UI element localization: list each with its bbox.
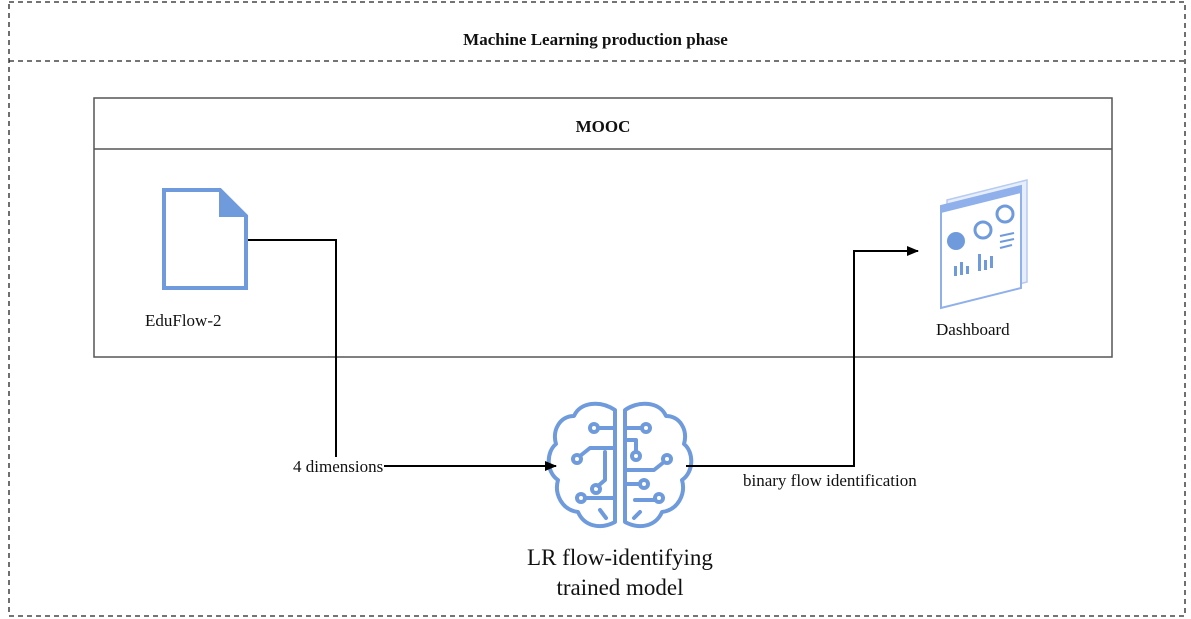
edge-output [686,246,919,467]
outer-title: Machine Learning production phase [463,30,728,49]
dashboard-label: Dashboard [936,320,1010,339]
mooc-container [93,97,1113,358]
mooc-title: MOOC [575,117,631,136]
edge-input-label: 4 dimensions [292,457,385,477]
model-label: LR flow-identifying trained model [527,545,713,600]
document-icon [162,187,249,290]
outer-container [8,1,1186,617]
dataset-label: EduFlow-2 [145,311,222,330]
edge-output-label: binary flow identification [743,471,917,490]
edge-input [248,239,557,471]
dashboard-icon [940,179,1028,310]
brain-circuit-icon [546,401,694,529]
